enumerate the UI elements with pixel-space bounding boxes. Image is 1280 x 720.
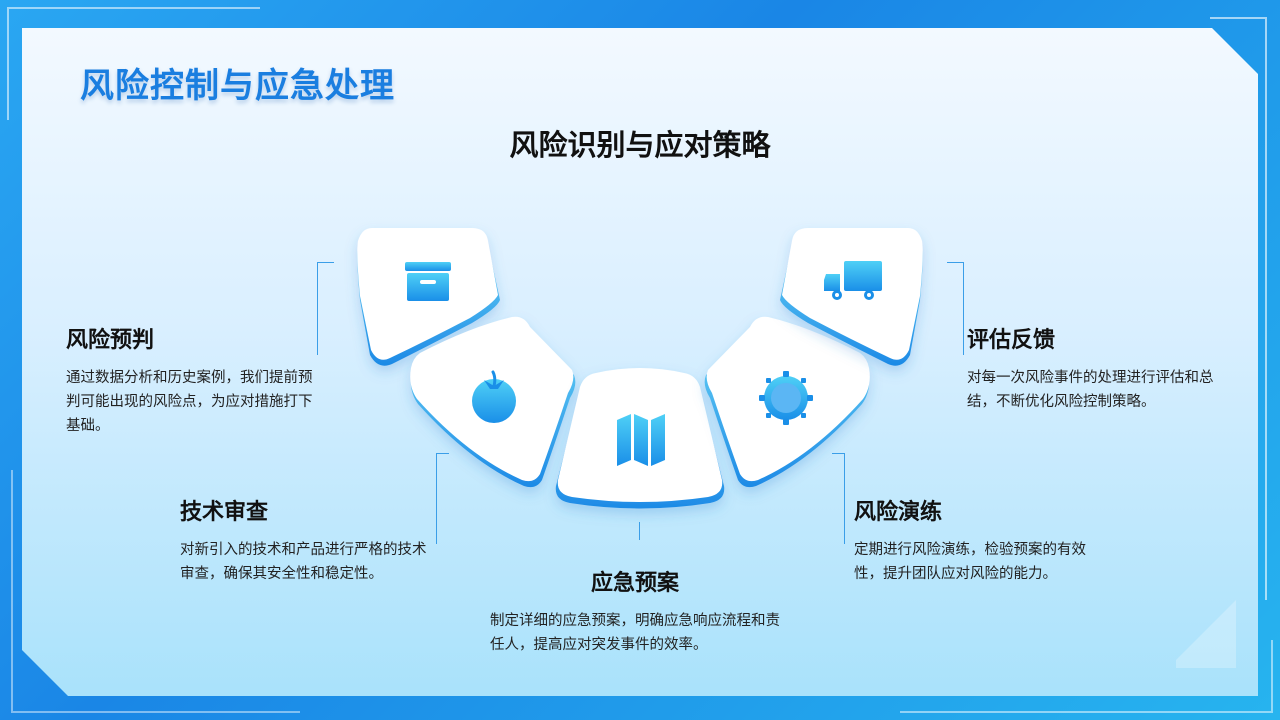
item-title: 技术审查 (180, 500, 269, 525)
item-risk-drill: 风险演练 定期进行风险演练，检验预案的有效性，提升团队应对风险的能力。 (854, 494, 1104, 586)
page-title: 风险控制与应急处理 (80, 66, 395, 106)
section-title: 风险识别与应对策略 (509, 128, 771, 162)
item-title: 应急预案 (590, 571, 679, 596)
item-evaluation: 评估反馈 对每一次风险事件的处理进行评估和总结，不断优化风险控制策略。 (967, 322, 1217, 414)
item-description: 对新引入的技术和产品进行严格的技术审查，确保其安全性和稳定性。 (180, 542, 427, 582)
item-risk-prediction: 风险预判 通过数据分析和历史案例，我们提前预判可能出现的风险点，为应对措施打下基… (66, 322, 316, 438)
connector-evaluation (947, 262, 964, 355)
item-title: 评估反馈 (967, 328, 1056, 353)
item-description: 定期进行风险演练，检验预案的有效性，提升团队应对风险的能力。 (854, 542, 1086, 582)
item-emergency-plan: 应急预案 制定详细的应急预案，明确应急响应流程和责任人，提高应对突发事件的效率。 (490, 565, 790, 657)
connector-risk-drill (832, 453, 845, 544)
box-icon (405, 262, 451, 301)
item-tech-review: 技术审查 对新引入的技术和产品进行严格的技术审查，确保其安全性和稳定性。 (180, 494, 430, 586)
sun-icon (759, 371, 813, 425)
connector-risk-prediction (317, 262, 334, 355)
item-title: 风险演练 (854, 500, 943, 525)
connector-tech-review (436, 453, 449, 544)
tomato-icon (472, 370, 516, 423)
item-description: 对每一次风险事件的处理进行评估和总结，不断优化风险控制策略。 (967, 370, 1214, 410)
map-icon (617, 414, 665, 466)
item-title: 风险预判 (66, 328, 155, 353)
petal-evaluation (780, 228, 923, 366)
slide-panel (22, 28, 1258, 696)
item-description: 制定详细的应急预案，明确应急响应流程和责任人，提高应对突发事件的效率。 (490, 613, 780, 653)
item-description: 通过数据分析和历史案例，我们提前预判可能出现的风险点，为应对措施打下基础。 (66, 370, 313, 434)
connector-emergency-plan (639, 522, 641, 540)
truck-icon (824, 261, 882, 300)
